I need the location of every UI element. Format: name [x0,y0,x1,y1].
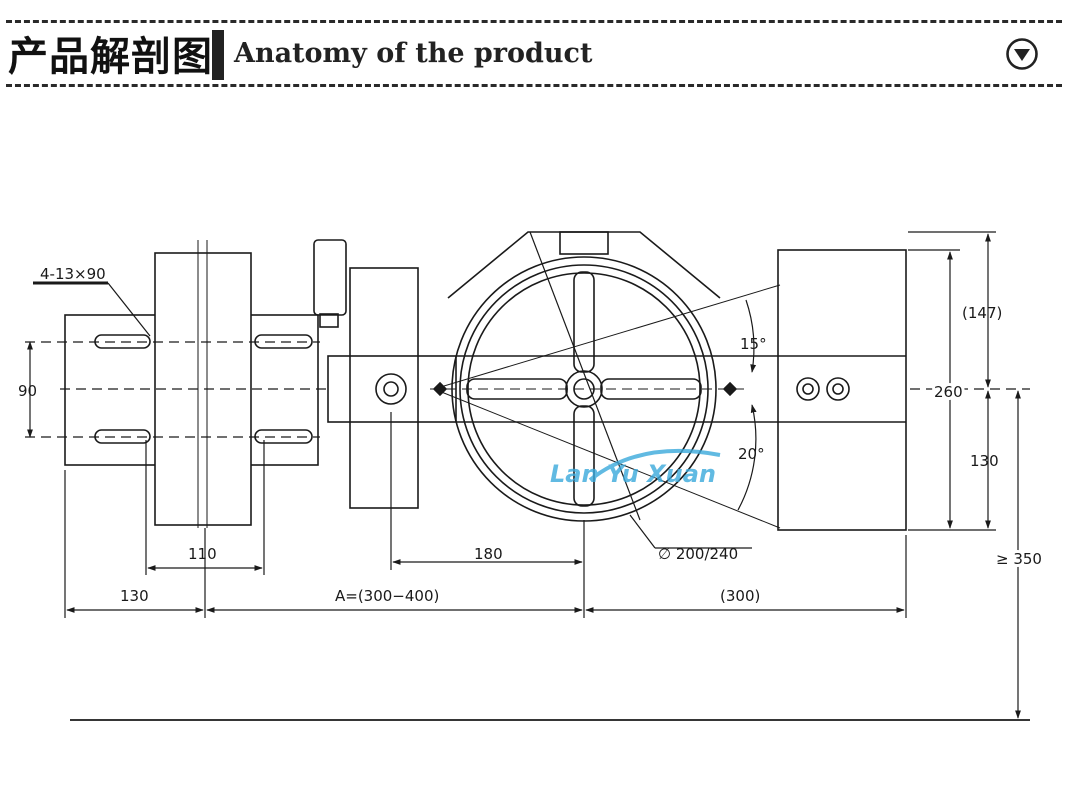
bolt-spacing-90: 90 [18,382,37,400]
offset-130: 130 [120,587,149,605]
dimension-lines [27,231,1030,721]
motor-length-300: (300) [720,587,760,605]
height-260: 260 [934,383,963,401]
technical-drawing: 4-13×90 90 110 130 A=(300−400) 180 (300)… [18,231,1045,721]
title-separator-bar [212,30,224,80]
main-beam [430,355,778,423]
center-lines [25,341,1030,438]
clearance-350: ≥ 350 [996,550,1042,568]
header-top-divider [6,20,1062,23]
height-130: 130 [970,452,999,470]
watermark-logo: Lan Yu Xuan [550,448,721,488]
center-distance-180: 180 [474,545,503,563]
page-title-chinese: 产品解剖图 [8,34,213,80]
reducer-housing [313,239,457,509]
page-title-english: Anatomy of the product [234,38,593,69]
header-bottom-divider [6,84,1062,87]
chevron-down-circle-icon[interactable] [1005,37,1039,71]
motor-unit [777,249,907,531]
mounting-hole-note: 4-13×90 [40,265,106,283]
bracket-width-110: 110 [188,545,217,563]
angle-15: 15° [740,335,767,353]
distance-A: A=(300−400) [335,587,439,605]
left-mounting-bracket [64,240,319,528]
sheave-diameter: ∅ 200/240 [658,545,738,563]
section-header: 产品解剖图 Anatomy of the product [0,0,1066,96]
angle-20: 20° [738,445,765,463]
watermark-text: Lan Yu Xuan [550,460,716,488]
height-147: (147) [962,304,1002,322]
